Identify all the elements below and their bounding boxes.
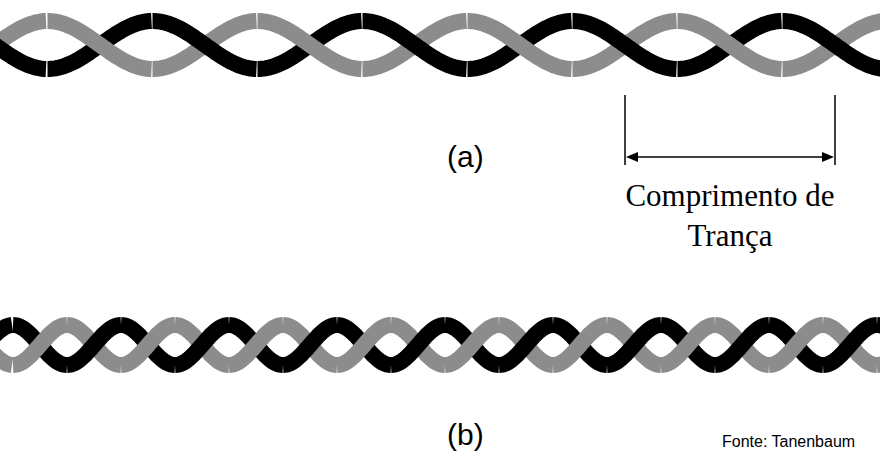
wire-strand xyxy=(337,325,391,365)
wire-strand xyxy=(715,325,769,365)
wire-strand xyxy=(661,325,715,365)
wire-strand xyxy=(468,21,572,69)
bracket-tick xyxy=(834,95,836,165)
wire-strand xyxy=(678,21,782,69)
wire-strand xyxy=(499,325,553,365)
wire-strand xyxy=(553,325,607,365)
wire-strand xyxy=(0,41,46,69)
wire-strand xyxy=(661,325,715,365)
arrow-head xyxy=(822,152,834,162)
wire-strand xyxy=(573,21,677,69)
wire-strand xyxy=(229,325,283,365)
wire-strand xyxy=(67,325,121,365)
wire-strand xyxy=(48,21,152,69)
wire-strand xyxy=(468,21,572,69)
wire-strand xyxy=(783,21,880,69)
arrow-head xyxy=(626,152,638,162)
wire-strand xyxy=(283,325,337,365)
twisted-pair-tight xyxy=(0,325,880,365)
wire-strand xyxy=(0,325,12,340)
wire-strand xyxy=(258,21,362,69)
wire-strand xyxy=(607,325,661,365)
wire-strand xyxy=(363,21,467,69)
wire-strand xyxy=(391,325,445,365)
wire-strand xyxy=(445,325,499,365)
wire-strand xyxy=(0,350,12,365)
wire-strand xyxy=(391,325,445,365)
wire-strand xyxy=(553,325,607,365)
wire-strand xyxy=(363,21,467,69)
dimension-line xyxy=(630,156,830,158)
twist-length-bracket xyxy=(625,95,835,165)
wire-strand xyxy=(13,325,67,365)
wire-strand xyxy=(499,325,553,365)
wire-strand xyxy=(175,325,229,365)
wire-strand xyxy=(175,325,229,365)
wire-strand xyxy=(153,21,257,69)
wire-strand xyxy=(13,325,67,365)
source-note: Fonte: Tanenbaum xyxy=(722,433,872,451)
wire-strand xyxy=(337,325,391,365)
wire-strand xyxy=(877,325,880,330)
wire-strand xyxy=(283,325,337,365)
wire-strand xyxy=(121,325,175,365)
figure-label: (a) xyxy=(447,140,507,174)
wire-strand xyxy=(573,21,677,69)
bracket-tick xyxy=(624,95,626,165)
wire-strand xyxy=(153,21,257,69)
wire-strand xyxy=(877,360,880,365)
wire-strand xyxy=(678,21,782,69)
wire-strand xyxy=(823,325,877,365)
wire-strand xyxy=(48,21,152,69)
wire-strand xyxy=(783,21,880,69)
wire-strand xyxy=(769,325,823,365)
twisted-pair-loose xyxy=(0,21,880,69)
wire-strand xyxy=(229,325,283,365)
wire-strand xyxy=(607,325,661,365)
wire-strand xyxy=(258,21,362,69)
figure-label: (b) xyxy=(447,418,507,452)
wire-strand xyxy=(769,325,823,365)
wire-strand xyxy=(67,325,121,365)
dimension-label: Comprimento de Trança xyxy=(610,176,850,257)
wire-strand xyxy=(715,325,769,365)
wire-strand xyxy=(121,325,175,365)
wire-strand xyxy=(445,325,499,365)
wire-strand xyxy=(823,325,877,365)
